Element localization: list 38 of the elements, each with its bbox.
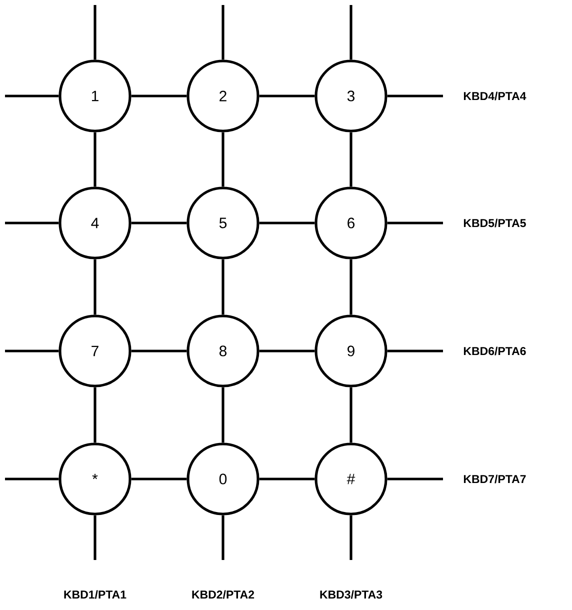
wire	[259, 222, 315, 224]
wire	[222, 515, 224, 560]
wire	[350, 5, 352, 60]
wire	[94, 132, 96, 187]
wire	[259, 94, 315, 98]
wire	[222, 387, 224, 443]
wire	[350, 132, 352, 187]
pin-label: KBD6/PTA6	[464, 346, 526, 356]
wire	[259, 350, 315, 352]
wire	[259, 478, 315, 480]
wire	[387, 94, 443, 98]
wire	[94, 387, 96, 443]
wire	[131, 478, 187, 480]
wire	[94, 259, 96, 315]
pin-label: KBD5/PTA5	[464, 218, 526, 228]
wire	[94, 5, 96, 60]
wire	[350, 515, 352, 560]
wire	[350, 259, 352, 315]
wire	[5, 478, 59, 480]
wire	[222, 132, 224, 187]
pin-label: KBD2/PTA2	[192, 590, 254, 599]
wire	[5, 222, 59, 224]
pin-label: KBD7/PTA7	[464, 474, 526, 484]
wire	[222, 259, 224, 315]
wire	[350, 387, 352, 443]
pin-label: KBD4/PTA4	[464, 92, 526, 100]
pin-label: KBD1/PTA1	[64, 590, 126, 599]
wire	[131, 94, 187, 98]
wire	[387, 222, 443, 224]
wire	[222, 5, 224, 60]
wire	[94, 515, 96, 560]
wire	[5, 350, 59, 352]
wire	[131, 350, 187, 352]
wire	[387, 350, 443, 352]
wire	[131, 222, 187, 224]
wire	[387, 478, 443, 480]
wire	[5, 94, 59, 98]
pin-label: KBD3/PTA3	[320, 590, 382, 599]
